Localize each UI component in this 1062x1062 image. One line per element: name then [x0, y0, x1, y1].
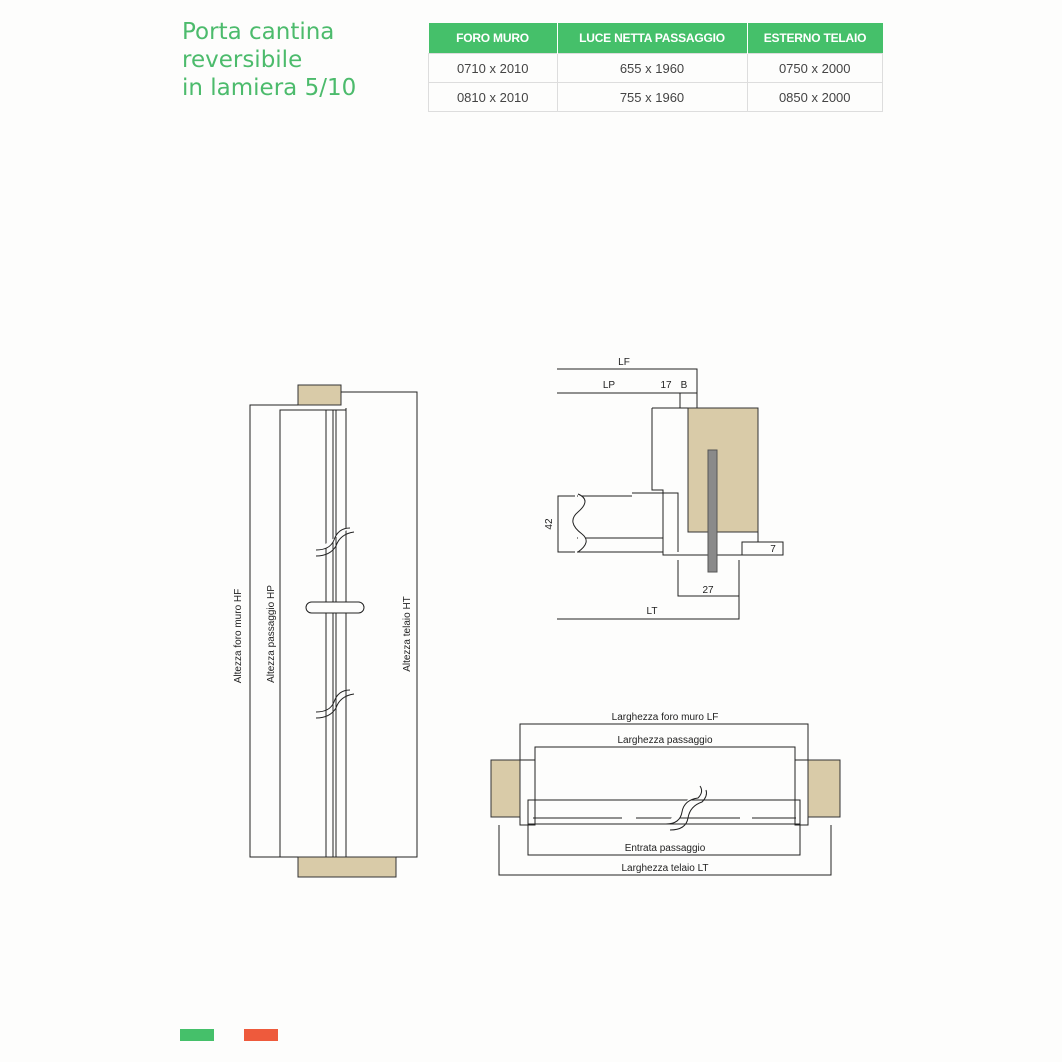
label-altezza-telaio: Altezza telaio HT: [402, 596, 413, 672]
dim-lt: LT: [647, 606, 658, 617]
table-cell: 0810 x 2010: [428, 82, 558, 112]
top-lintel-block: [297, 384, 342, 406]
label-altezza-passaggio: Altezza passaggio HP: [266, 585, 277, 683]
title-line-3: in lamiera 5/10: [182, 75, 357, 101]
elevation-drawing: [249, 384, 418, 878]
dim-lp: LP: [603, 380, 616, 391]
table-cell: 0850 x 2000: [746, 82, 883, 112]
dim-17: 17: [660, 380, 672, 391]
handle: [305, 601, 365, 614]
dim-lf: LF: [618, 357, 630, 368]
label-larghezza-foro: Larghezza foro muro LF: [612, 712, 719, 723]
dim-27: 27: [702, 585, 714, 596]
dimensions-table: FORO MURO LUCE NETTA PASSAGGIO ESTERNO T…: [428, 23, 883, 112]
label-altezza-foro: Altezza foro muro HF: [233, 589, 244, 683]
label-larghezza-passaggio: Larghezza passaggio: [617, 735, 713, 746]
header-luce-netta: LUCE NETTA PASSAGGIO: [557, 23, 748, 54]
dim-b: B: [681, 380, 688, 391]
green-color-swatch: [180, 1029, 214, 1041]
table-header-row: FORO MURO LUCE NETTA PASSAGGIO ESTERNO T…: [428, 23, 883, 54]
title-line-2: reversibile: [182, 47, 303, 73]
plan-left-wood: [490, 759, 521, 818]
page-title: Porta cantina reversibile in lamiera 5/1…: [182, 18, 356, 102]
table-row: 0810 x 2010 755 x 1960 0850 x 2000: [428, 82, 883, 112]
plan-right-wood: [807, 759, 841, 818]
table-cell: 0750 x 2000: [746, 53, 883, 83]
header-esterno-telaio: ESTERNO TELAIO: [747, 23, 883, 54]
dim-7: 7: [770, 544, 776, 555]
label-entrata-passaggio: Entrata passaggio: [625, 843, 706, 854]
red-color-swatch: [244, 1029, 278, 1041]
section-steel-bar: [707, 449, 718, 573]
section-wood-block: [687, 407, 759, 533]
header-foro-muro: FORO MURO: [428, 23, 558, 54]
title-line-1: Porta cantina: [182, 19, 335, 45]
bottom-sill-block: [297, 856, 397, 878]
dim-42: 42: [544, 518, 555, 530]
table-cell: 655 x 1960: [556, 53, 748, 83]
table-cell: 755 x 1960: [556, 82, 748, 112]
label-larghezza-telaio: Larghezza telaio LT: [621, 863, 708, 874]
section-drawing: [557, 368, 784, 620]
